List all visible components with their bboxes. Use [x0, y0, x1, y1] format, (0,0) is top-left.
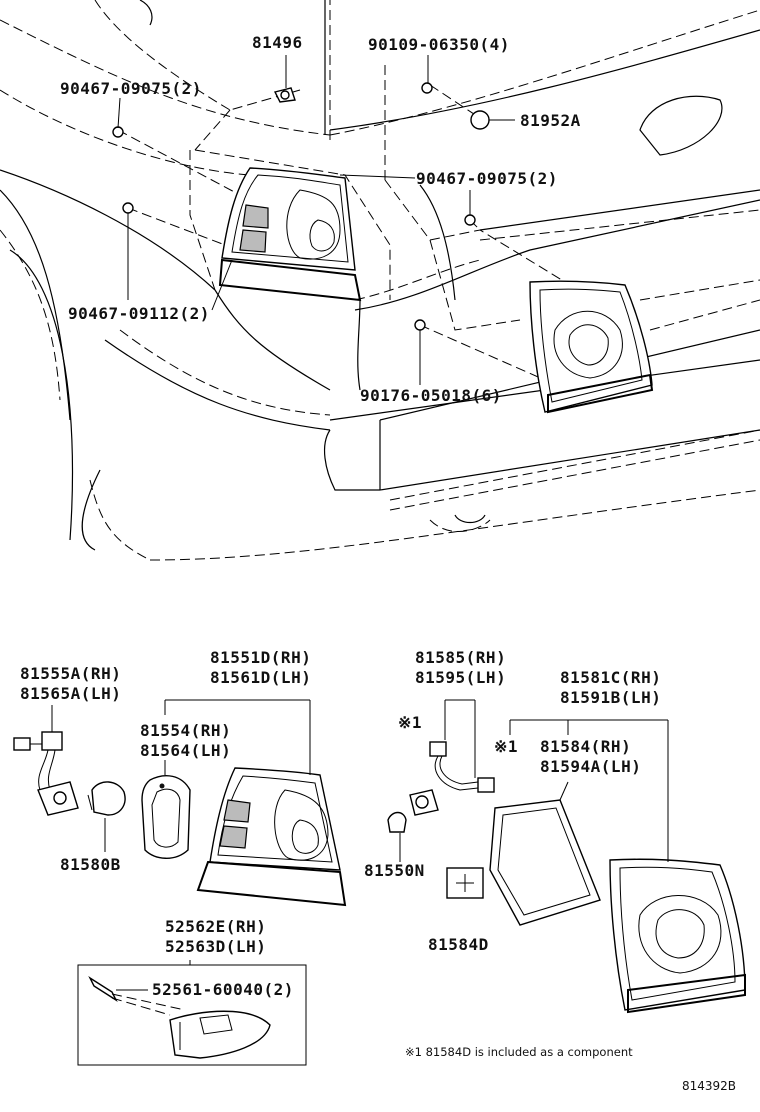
upper-fasteners	[112, 82, 490, 331]
tail-lamp-81551D	[196, 767, 347, 907]
callout-52562E: 52562E(RH)	[165, 917, 266, 936]
packing-81584D	[446, 867, 484, 899]
callout-81584D: 81584D	[428, 935, 489, 954]
inner-lamp-81581C	[609, 858, 746, 1014]
callout-81591B: 81591B(LH)	[560, 688, 661, 707]
bulb-81580B	[87, 781, 126, 852]
diagram-code: 814392B	[682, 1079, 736, 1093]
callout-81554: 81554(RH)	[140, 721, 231, 740]
vehicle-rear-body	[0, 0, 760, 561]
lower-leaders	[51, 699, 669, 965]
callout-81551D: 81551D(RH)	[210, 648, 311, 667]
gasket-81554	[141, 760, 191, 859]
bulb-81550N	[387, 811, 407, 862]
upper-leaders	[117, 55, 515, 385]
component-mark-2: ※1	[494, 737, 518, 756]
callout-81496: 81496	[252, 33, 303, 52]
component-mark-1: ※1	[398, 713, 422, 732]
callout-81584: 81584(RH)	[540, 737, 631, 756]
upper-tail-lamp	[218, 167, 362, 302]
callout-90176-05018: 90176-05018(6)	[360, 386, 502, 405]
callout-81594A: 81594A(LH)	[540, 757, 641, 776]
callout-81564: 81564(LH)	[140, 741, 231, 760]
gasket-81584	[489, 781, 601, 926]
callout-52563D: 52563D(LH)	[165, 937, 266, 956]
license-lamp-52562E	[77, 964, 307, 1066]
socket-wire-right	[409, 741, 495, 816]
callout-81565A: 81565A(LH)	[20, 684, 121, 703]
callout-52561-60040: 52561-60040(2)	[152, 980, 294, 999]
callout-90109-06350: 90109-06350(4)	[368, 35, 510, 54]
callout-81585: 81585(RH)	[415, 648, 506, 667]
callout-81595: 81595(LH)	[415, 668, 506, 687]
callout-81550N: 81550N	[364, 861, 425, 880]
socket-wire-left	[13, 705, 79, 816]
callout-81561D: 81561D(LH)	[210, 668, 311, 687]
callout-81952A: 81952A	[520, 111, 581, 130]
callout-90467-09075-right: 90467-09075(2)	[416, 169, 558, 188]
callout-81555A: 81555A(RH)	[20, 664, 121, 683]
callout-81581C: 81581C(RH)	[560, 668, 661, 687]
footnote: ※1 81584D is included as a component	[405, 1045, 633, 1059]
callout-81580B: 81580B	[60, 855, 121, 874]
callout-90467-09112: 90467-09112(2)	[68, 304, 210, 323]
upper-inner-lamp	[529, 280, 654, 414]
callout-90467-09075-left: 90467-09075(2)	[60, 79, 202, 98]
